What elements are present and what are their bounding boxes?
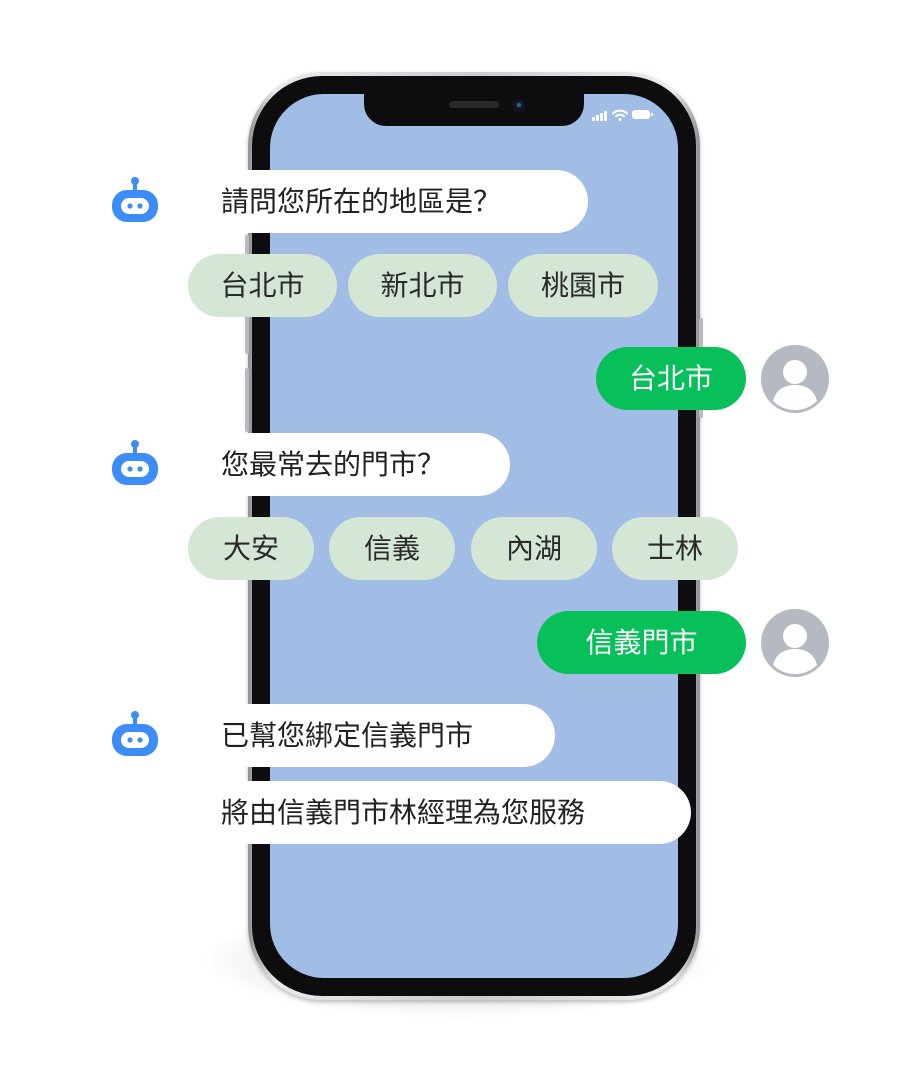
user-avatar-icon <box>761 609 829 677</box>
option-chip-new-taipei[interactable]: 新北市 <box>348 254 497 317</box>
mute-switch <box>245 235 249 269</box>
option-chip-shilin[interactable]: 士林 <box>612 517 738 580</box>
wifi-icon <box>612 109 628 121</box>
bot-message-store: 您最常去的門市？ <box>188 433 510 496</box>
option-chip-daan[interactable]: 大安 <box>188 517 314 580</box>
option-chip-xinyi[interactable]: 信義 <box>329 517 455 580</box>
robot-icon <box>112 711 158 756</box>
volume-down-button <box>245 368 249 432</box>
user-message-store: 信義門市 <box>537 611 746 674</box>
cellular-signal-icon <box>592 109 608 121</box>
robot-icon <box>112 440 158 485</box>
option-chip-taipei[interactable]: 台北市 <box>188 254 337 317</box>
bot-message-confirm: 已幫您綁定信義門市 <box>188 704 555 767</box>
option-chip-taoyuan[interactable]: 桃園市 <box>508 254 658 317</box>
volume-up-button <box>245 290 249 354</box>
earpiece-speaker <box>449 101 499 108</box>
user-message-region: 台北市 <box>596 347 746 410</box>
robot-icon <box>112 177 158 222</box>
user-avatar-icon <box>761 345 829 413</box>
phone-notch <box>364 92 584 126</box>
option-chip-neihu[interactable]: 內湖 <box>471 517 597 580</box>
bot-message-region: 請問您所在的地區是？ <box>188 170 588 233</box>
bot-message-manager: 將由信義門市林經理為您服務 <box>188 781 691 844</box>
battery-icon <box>632 110 653 119</box>
front-camera <box>512 98 526 112</box>
